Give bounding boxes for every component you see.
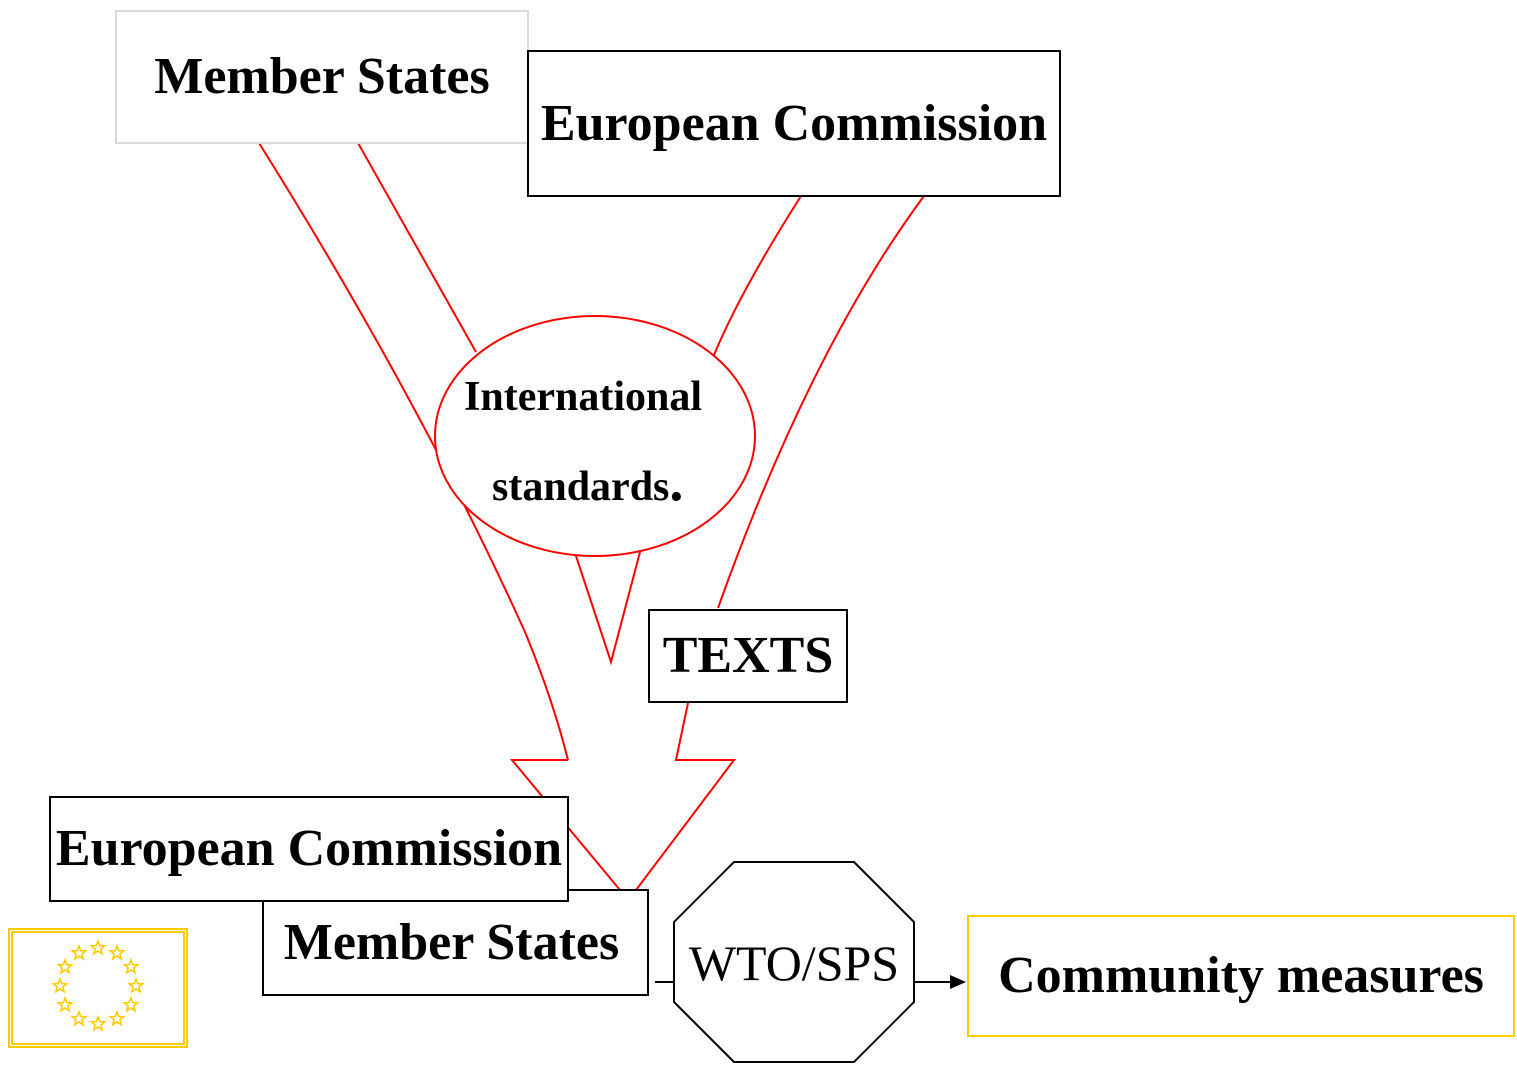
community-measures-label: Community measures [998,947,1484,1004]
member-states-bottom-label: Member States [283,913,620,971]
member-states-bottom-box: Member States [262,889,649,996]
international-label: International [464,374,703,420]
eu-flag-icon [8,928,188,1048]
standards-label: standards. [492,451,684,513]
flag-star [89,1014,107,1032]
flag-star [122,957,140,975]
european-commission-top-label: European Commission [540,94,1048,152]
member-states-flow-line-inner [357,142,477,353]
flag-star [56,957,74,975]
eu-stars-icon [51,938,145,1032]
big-arrow-head [509,702,737,891]
member-states-top-label: Member States [154,48,490,105]
texts-box: TEXTS [648,609,848,703]
flag-star [56,995,74,1013]
commission-flow-line-outer [717,195,925,609]
flag-star [70,1009,88,1027]
european-commission-top-box: European Commission [527,50,1061,197]
arrow-right-icon [950,975,966,989]
community-measures-box: Community measures [967,915,1515,1037]
european-commission-bottom-label: European Commission [55,820,563,877]
texts-label: TEXTS [662,627,834,684]
standards-dot: . [669,451,684,513]
flag-star [70,943,88,961]
flag-star [89,938,107,956]
flag-star [127,976,145,994]
flag-star [51,976,69,994]
wto-sps-octagon [673,861,915,1063]
flag-star [108,1009,126,1027]
member-states-flow-line-outer [258,142,569,761]
wto-sps-label: WTO/SPS [688,935,900,991]
flag-star [122,995,140,1013]
international-standards-ellipse [434,315,756,557]
flag-star [108,943,126,961]
commission-flow-line-inner [713,195,802,356]
standards-arrow-tip [575,551,641,666]
european-commission-bottom-box: European Commission [49,796,569,902]
member-states-top-box: Member States [115,10,529,144]
